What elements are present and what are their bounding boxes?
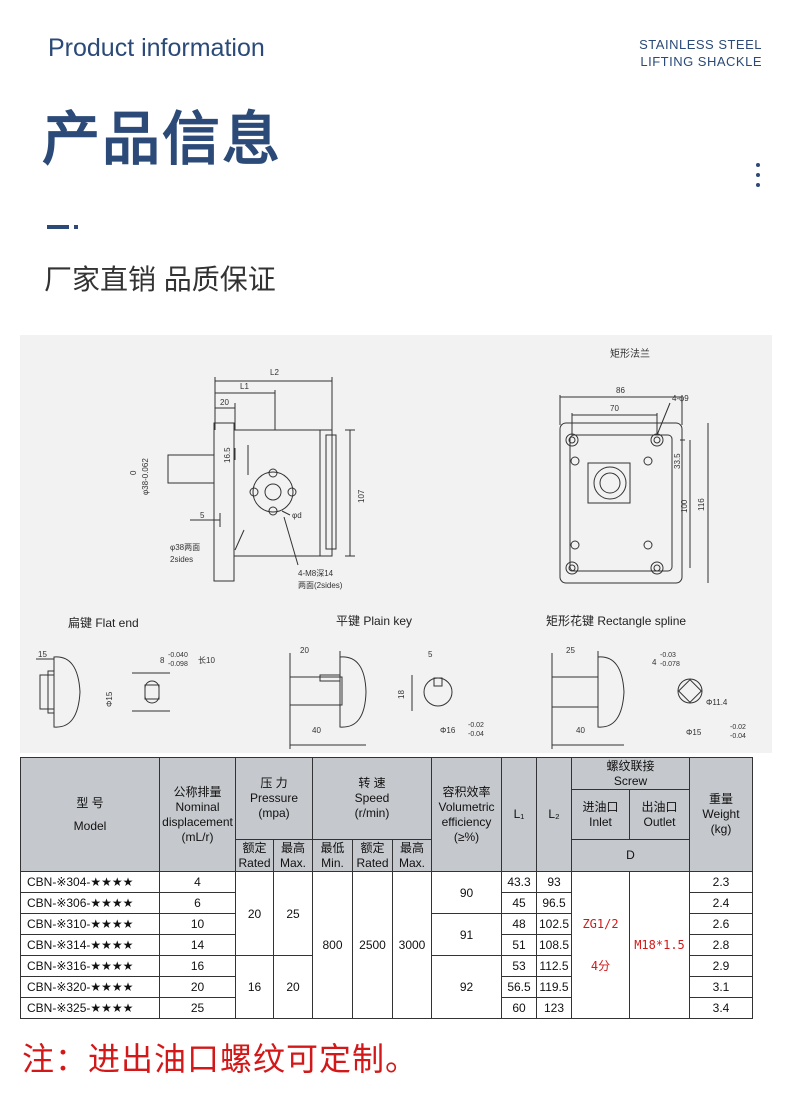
dim-L2: L2	[270, 368, 279, 377]
dim-70: 70	[610, 404, 619, 413]
section-title-en: Product information	[48, 34, 265, 62]
plain-dim-20: 20	[300, 646, 309, 655]
table-row: CBN-※306-★★★★ 6 45 96.5 2.4	[20, 892, 753, 914]
dim-16-5: 16.5	[223, 447, 232, 463]
flat-phi15: Φ15	[105, 691, 114, 707]
rect-tol-a: -0.03	[660, 652, 676, 659]
flat-tol-b: -0.098	[168, 661, 188, 668]
flange-title: 矩形法兰	[610, 347, 650, 360]
flat-dim-15: 15	[38, 650, 47, 659]
accent-divider-dot	[74, 225, 78, 229]
note-m8-b: 两面(2sides)	[298, 581, 343, 590]
table-row: CBN-※304-★★★★ 4 20 25 800 2500 3000 90 4…	[20, 871, 753, 1019]
speed-max: 3000	[392, 871, 432, 1019]
dim-phi38: φ38-0.062	[141, 458, 150, 495]
table-row: CBN-※320-★★★★ 20 56.5 119.5 3.1	[20, 976, 753, 998]
rated-pressure-a: 20	[235, 871, 274, 956]
plain-key-shaft	[289, 651, 453, 749]
speed-rated: 2500	[352, 871, 393, 1019]
plain-dim-5: 5	[428, 650, 433, 659]
label-plain-key: 平键 Plain key	[336, 614, 412, 628]
inlet-thread: ZG1/2 4分	[571, 871, 630, 1019]
rect-tol-c: -0.02	[730, 724, 746, 731]
table-row: CBN-※325-★★★★ 25 60 123 3.4	[20, 997, 753, 1019]
dim-100: 100	[680, 499, 689, 513]
more-dots-icon	[756, 163, 760, 193]
tagline: 厂家直销 品质保证	[44, 264, 276, 295]
note-sides-2: 2sides	[170, 555, 193, 564]
rect-tol-d: -0.04	[730, 733, 746, 740]
dim-33-5: 33.5	[673, 453, 682, 469]
efficiency-b: 91	[431, 913, 502, 956]
plain-tol-a: -0.02	[468, 722, 484, 729]
rect-tol-b: -0.078	[660, 661, 680, 668]
flange-front-view	[559, 395, 709, 584]
plain-dim-18: 18	[397, 690, 406, 699]
label-rect-spline: 矩形花键 Rectangle spline	[546, 613, 686, 628]
header-l2: L₂	[536, 757, 572, 872]
rect-dim-25: 25	[566, 646, 575, 655]
accent-divider	[47, 225, 69, 229]
rated-pressure-b: 16	[235, 955, 274, 1019]
dim-20: 20	[220, 398, 229, 407]
rect-dim-4: 4	[652, 658, 657, 667]
customization-note: 注：进出油口螺纹可定制。	[22, 1041, 419, 1077]
rect-phi11: Φ11.4	[706, 698, 728, 707]
dim-L1: L1	[240, 382, 249, 391]
brand-line-2: LIFTING SHACKLE	[640, 54, 762, 69]
note-sides-1: φ38两面	[170, 543, 200, 552]
dim-phi-d: φd	[292, 511, 302, 520]
technical-drawing: L2 L1 20 16.5 5 107 0 φ38-0.062 φd φ38两面…	[20, 335, 772, 753]
label-flat-end: 扁键 Flat end	[68, 616, 139, 630]
table-row: CBN-※316-★★★★ 16 16 20 92 53 112.5 2.9	[20, 955, 753, 1019]
speed-min: 800	[312, 871, 353, 1019]
efficiency-a: 90	[431, 871, 502, 914]
flat-len: 长10	[198, 655, 215, 665]
dim-107: 107	[357, 489, 366, 503]
max-pressure-b: 20	[273, 955, 313, 1019]
flat-dim-8: 8	[160, 656, 165, 665]
rect-dim-40: 40	[576, 726, 585, 735]
dim-5: 5	[200, 511, 205, 520]
efficiency-c: 92	[431, 955, 502, 1019]
brand-text: STAINLESS STEEL LIFTING SHACKLE	[639, 36, 762, 70]
outlet-thread: M18*1.5	[629, 871, 690, 1019]
section-title-zh: 产品信息	[42, 107, 283, 172]
brand-line-1: STAINLESS STEEL	[639, 37, 762, 52]
header-l1: L₁	[501, 757, 537, 872]
header-d: D	[571, 839, 690, 872]
note-m8-a: 4-M8深14	[298, 569, 334, 578]
dim-116: 116	[697, 498, 706, 511]
plain-tol-b: -0.04	[468, 731, 484, 738]
dim-86: 86	[616, 386, 625, 395]
dim-phi38-top: 0	[129, 470, 138, 475]
dim-4phi9: 4-φ9	[672, 394, 689, 403]
rect-spline-shaft	[551, 651, 703, 749]
flat-tol-a: -0.040	[168, 652, 188, 659]
flat-end-shaft	[36, 656, 170, 728]
rect-phi15: Φ15	[686, 728, 702, 737]
max-pressure-a: 25	[273, 871, 313, 956]
plain-phi16: Φ16	[440, 726, 456, 735]
plain-dim-40: 40	[312, 726, 321, 735]
pump-side-view	[167, 377, 355, 582]
